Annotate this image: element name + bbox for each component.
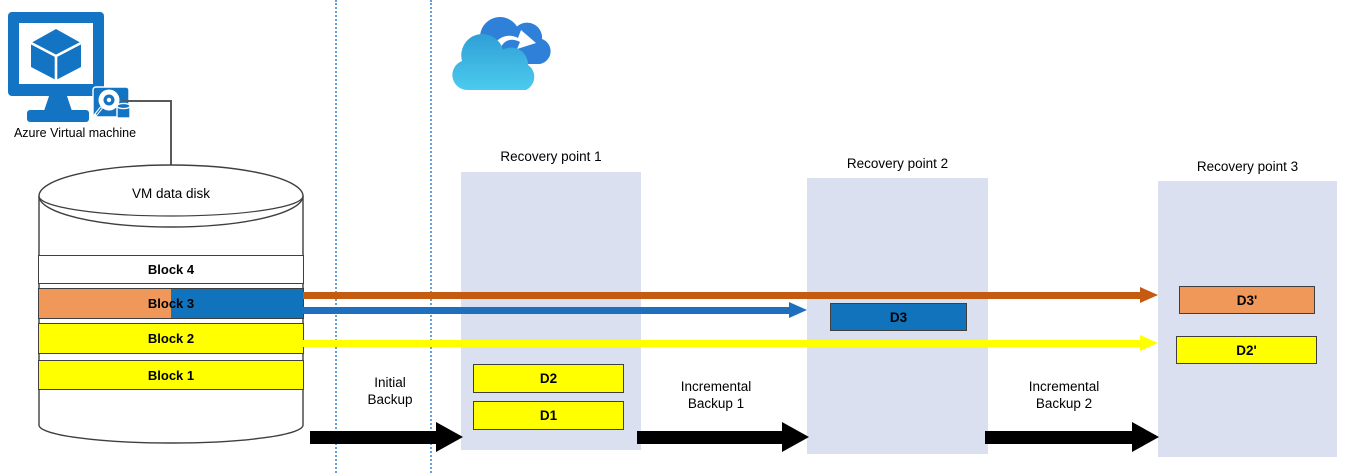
- data-box-d2-prime: D2': [1176, 336, 1317, 364]
- incremental-backup-1-arrow-shaft: [637, 431, 782, 444]
- yellow-flow-arrow-shaft: [303, 340, 1141, 347]
- incremental-backup-1-label: Incremental Backup 1: [656, 378, 776, 412]
- d2-label: D2: [539, 371, 558, 386]
- block-2: Block 2: [38, 323, 304, 354]
- vm-disk-connector-horizontal: [122, 100, 171, 102]
- orange-flow-arrow-shaft: [303, 292, 1141, 299]
- incremental-backup-2-label: Incremental Backup 2: [1004, 378, 1124, 412]
- data-box-d3: D3: [830, 303, 967, 331]
- incremental-backup-1-arrow-head: [782, 422, 809, 452]
- initial-backup-label-line1: Initial: [374, 375, 406, 390]
- azure-backup-cloud-sync-icon: [452, 17, 551, 90]
- block-3-label: Block 3: [147, 296, 195, 311]
- block-1: Block 1: [38, 360, 304, 390]
- block-4: Block 4: [38, 255, 304, 284]
- d3-label: D3: [889, 309, 908, 325]
- incremental-backup-1-label-line1: Incremental: [680, 379, 752, 394]
- data-box-d2: D2: [473, 364, 624, 393]
- recovery-point-3-title: Recovery point 3: [1196, 159, 1299, 174]
- vm-monitor-screen: [19, 23, 93, 84]
- guide-dotted-line-left: [335, 0, 337, 473]
- incremental-backup-2-label-line1: Incremental: [1028, 379, 1100, 394]
- block-1-label: Block 1: [147, 367, 195, 383]
- vm-monitor-base: [27, 110, 89, 122]
- recovery-point-2-title: Recovery point 2: [846, 156, 949, 171]
- incremental-backup-2-arrow-shaft: [985, 431, 1132, 444]
- vm-monitor-stand: [44, 96, 72, 111]
- d2-prime-label: D2': [1236, 342, 1257, 358]
- block-2-label: Block 2: [147, 331, 195, 346]
- incremental-backup-2-arrow-head: [1132, 422, 1159, 452]
- recovery-point-3-panel: [1158, 181, 1337, 457]
- d3-prime-label: D3': [1236, 292, 1258, 308]
- cube-icon: [30, 29, 82, 80]
- data-box-d1: D1: [473, 401, 624, 430]
- block-4-label: Block 4: [147, 262, 195, 277]
- incremental-backup-2-label-line2: Backup 2: [1035, 396, 1093, 411]
- guide-dotted-line-right: [430, 0, 432, 473]
- vm-label: Azure Virtual machine: [13, 126, 137, 140]
- data-box-d3-prime: D3': [1179, 286, 1315, 314]
- d1-label: D1: [539, 408, 558, 423]
- recovery-point-1-title: Recovery point 1: [500, 149, 602, 164]
- orange-flow-arrow-head: [1140, 287, 1158, 303]
- blue-flow-arrow-shaft: [303, 307, 790, 314]
- blue-flow-arrow-head: [789, 302, 807, 318]
- vm-disk-icon: [92, 86, 131, 119]
- initial-backup-arrow-shaft: [310, 431, 436, 444]
- disk-title: VM data disk: [131, 186, 211, 201]
- initial-backup-label-line2: Backup: [367, 392, 413, 407]
- yellow-flow-arrow-head: [1140, 335, 1158, 351]
- vm-disk-connector-vertical: [170, 100, 172, 167]
- initial-backup-label: Initial Backup: [330, 374, 450, 408]
- block-3: Block 3: [38, 288, 304, 319]
- incremental-backup-1-label-line2: Backup 1: [687, 396, 745, 411]
- initial-backup-arrow-head: [436, 422, 463, 452]
